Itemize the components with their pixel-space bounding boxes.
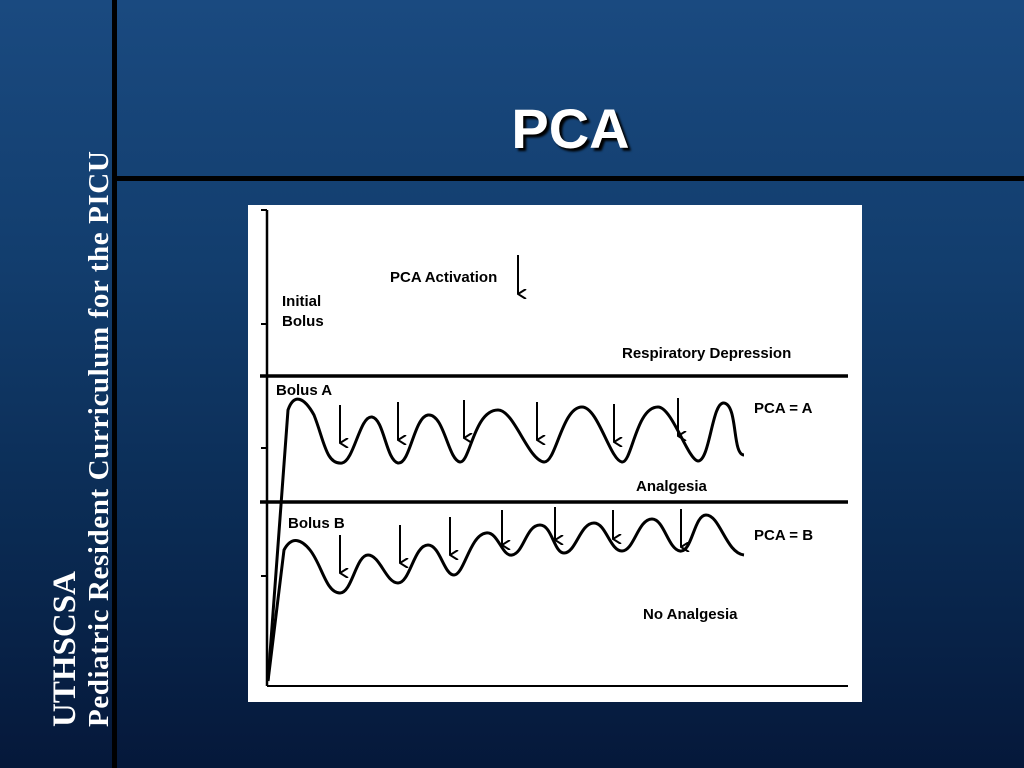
sidebar: UTHSCSA Pediatric Resident Curriculum fo…	[0, 0, 116, 768]
pca-a-curve	[266, 397, 745, 682]
initial-bolus-label-line2: Bolus	[282, 313, 324, 330]
pca-diagram: PCA Activation Initial Bolus Respiratory…	[248, 205, 862, 702]
bolus-b-label: Bolus B	[288, 515, 345, 532]
no-analgesia-label: No Analgesia	[643, 606, 738, 623]
course-name: Pediatric Resident Curriculum for the PI…	[83, 150, 115, 727]
pca-activation-label: PCA Activation	[390, 269, 497, 286]
pca-a-label: PCA = A	[754, 400, 813, 417]
sidebar-divider	[112, 0, 117, 768]
slide-title: PCA	[511, 97, 630, 160]
pca-b-label: PCA = B	[754, 527, 813, 544]
initial-bolus-label-line1: Initial	[282, 293, 321, 310]
bolus-a-label: Bolus A	[276, 382, 332, 399]
analgesia-label: Analgesia	[636, 478, 708, 495]
organization-name: UTHSCSA	[47, 571, 83, 727]
pca-b-curve	[266, 513, 745, 682]
title-divider	[112, 176, 1024, 181]
pca-diagram-svg: PCA Activation Initial Bolus Respiratory…	[260, 209, 848, 687]
respiratory-depression-label: Respiratory Depression	[622, 345, 791, 362]
sidebar-vertical-title: UTHSCSA Pediatric Resident Curriculum fo…	[47, 150, 116, 727]
